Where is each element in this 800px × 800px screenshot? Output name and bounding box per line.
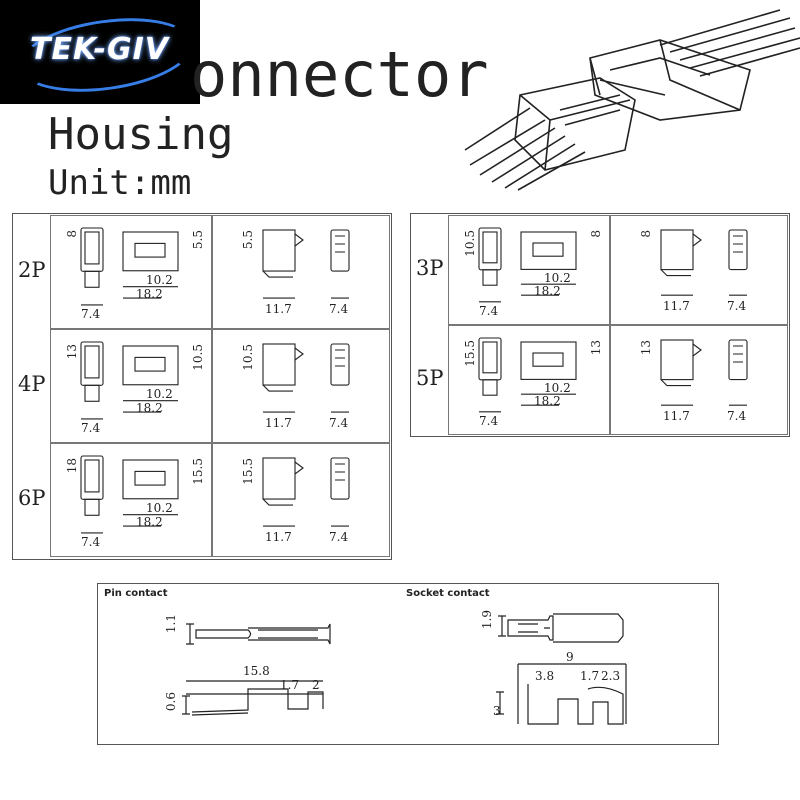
front-width-dim: 7.4 bbox=[81, 307, 101, 322]
top-width1-dim: 11.7 bbox=[265, 415, 292, 430]
top-width2-dim: 7.4 bbox=[727, 298, 747, 313]
top-view-cell: 15.5 11.7 7.4 bbox=[212, 443, 390, 557]
page-title: onnector bbox=[190, 38, 489, 111]
side-a-dim: 10.2 bbox=[146, 273, 173, 287]
front-width-dim: 7.4 bbox=[81, 421, 101, 436]
top-height-dim: 8 bbox=[639, 230, 653, 238]
pin-a-dim: 1.7 bbox=[280, 678, 300, 692]
connector-illustration bbox=[464, 9, 800, 191]
row-label: 3P bbox=[416, 256, 444, 280]
side-b-dim: 18.2 bbox=[136, 514, 163, 529]
housing-table-right bbox=[410, 213, 790, 437]
side-a-dim: 10.2 bbox=[544, 381, 571, 395]
front-width-dim: 7.4 bbox=[479, 414, 499, 428]
contact-panel: Pin contact Socket contact 1.1 15.8 1.7 … bbox=[97, 583, 719, 745]
top-width1-dim: 11.7 bbox=[663, 408, 690, 423]
pin-length-dim: 15.8 bbox=[243, 664, 270, 678]
side-b-dim: 18.2 bbox=[136, 400, 163, 415]
side-b-dim: 18.2 bbox=[534, 394, 561, 409]
socket-contact-drawing bbox=[496, 613, 627, 725]
socket-height-dim: 1.9 bbox=[480, 610, 494, 630]
pin-b-dim: 2 bbox=[312, 678, 320, 692]
pin-contact-drawing bbox=[182, 623, 331, 716]
row-label: 6P bbox=[18, 486, 46, 510]
pin-contact-title: Pin contact bbox=[104, 588, 168, 599]
top-width1-dim: 11.7 bbox=[265, 529, 292, 544]
housing-front-drawing bbox=[80, 455, 179, 534]
socket-d-dim: 3 bbox=[493, 704, 501, 718]
housing-front-drawing bbox=[80, 341, 179, 420]
side-a-dim: 10.2 bbox=[146, 501, 173, 515]
top-view-cell: 10.5 11.7 7.4 bbox=[212, 329, 390, 443]
housing-front-drawing bbox=[80, 227, 179, 306]
socket-a-dim: 3.8 bbox=[535, 669, 555, 683]
side-height-dim: 10.5 bbox=[191, 344, 205, 371]
socket-length-dim: 9 bbox=[566, 650, 574, 664]
front-height-dim: 15.5 bbox=[463, 340, 477, 367]
socket-b-dim: 1.7 bbox=[580, 669, 600, 683]
top-width1-dim: 11.7 bbox=[663, 298, 690, 313]
top-height-dim: 10.5 bbox=[241, 344, 255, 371]
front-height-dim: 10.5 bbox=[463, 230, 477, 257]
subtitle-unit: Unit:mm bbox=[48, 163, 192, 203]
top-view-cell: 13 11.7 7.4 bbox=[610, 325, 788, 435]
top-height-dim: 15.5 bbox=[241, 458, 255, 485]
top-height-dim: 13 bbox=[639, 340, 653, 356]
side-height-dim: 13 bbox=[589, 340, 603, 356]
housing-top-drawing bbox=[660, 339, 748, 406]
side-b-dim: 18.2 bbox=[136, 286, 163, 301]
row-label: 2P bbox=[18, 258, 46, 282]
housing-top-drawing bbox=[262, 457, 350, 527]
side-height-dim: 5.5 bbox=[191, 230, 205, 250]
top-width1-dim: 11.7 bbox=[265, 301, 292, 316]
side-b-dim: 18.2 bbox=[534, 284, 561, 299]
side-height-dim: 8 bbox=[589, 230, 603, 238]
row-label: 5P bbox=[416, 366, 444, 390]
top-height-dim: 5.5 bbox=[241, 230, 255, 250]
front-width-dim: 7.4 bbox=[81, 535, 101, 550]
housing-top-drawing bbox=[660, 229, 748, 296]
housing-top-drawing bbox=[262, 343, 350, 413]
top-width2-dim: 7.4 bbox=[727, 408, 747, 423]
top-view-cell: 5.5 11.7 7.4 bbox=[212, 215, 390, 329]
side-a-dim: 10.2 bbox=[146, 387, 173, 401]
brand-logo: TEK-GIV bbox=[0, 0, 200, 104]
housing-table-left bbox=[12, 213, 392, 560]
socket-c-dim: 2.3 bbox=[601, 669, 621, 683]
housing-front-drawing bbox=[478, 227, 577, 303]
side-height-dim: 15.5 bbox=[191, 458, 205, 485]
top-width2-dim: 7.4 bbox=[329, 415, 349, 430]
front-height-dim: 18 bbox=[65, 458, 79, 474]
socket-contact-title: Socket contact bbox=[406, 588, 490, 599]
top-width2-dim: 7.4 bbox=[329, 301, 349, 316]
front-height-dim: 8 bbox=[65, 230, 79, 238]
row-label: 4P bbox=[18, 372, 46, 396]
top-view-cell: 8 11.7 7.4 bbox=[610, 215, 788, 325]
subtitle-housing: Housing bbox=[48, 109, 234, 160]
side-a-dim: 10.2 bbox=[544, 271, 571, 285]
logo-text: TEK-GIV bbox=[30, 32, 169, 67]
front-height-dim: 13 bbox=[65, 344, 79, 360]
housing-top-drawing bbox=[262, 229, 350, 299]
top-width2-dim: 7.4 bbox=[329, 529, 349, 544]
housing-front-drawing bbox=[478, 337, 577, 413]
front-width-dim: 7.4 bbox=[479, 304, 499, 318]
